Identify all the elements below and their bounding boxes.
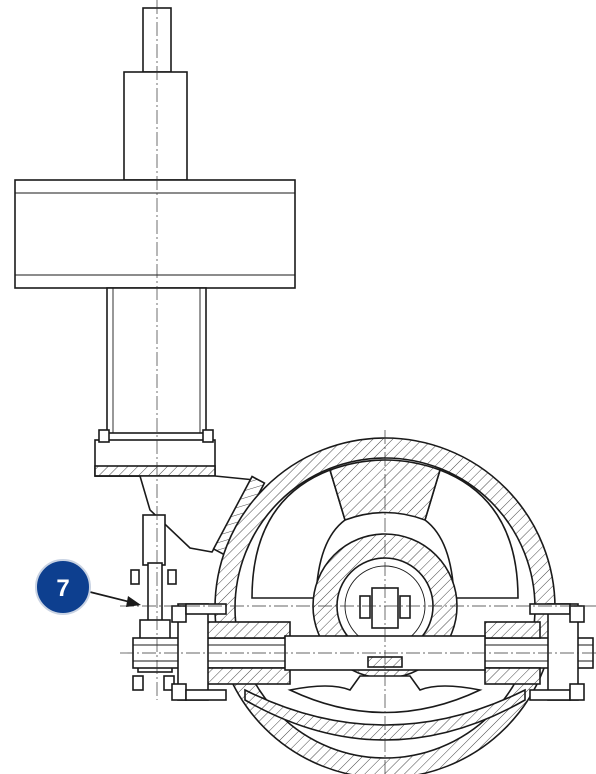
actuator-housing	[14, 179, 296, 289]
lower-cylinder	[106, 287, 207, 434]
callout-arrowhead	[126, 596, 141, 607]
support-bracket	[95, 475, 257, 553]
linkage-rod	[147, 562, 163, 624]
actuator-column	[14, 7, 296, 585]
lower-web	[244, 688, 526, 741]
callout-7[interactable]: 7	[35, 559, 141, 615]
center-lines	[120, 0, 596, 774]
callout-label: 7	[56, 575, 69, 602]
callout-badge	[35, 559, 91, 615]
upper-cylinder	[123, 71, 188, 181]
